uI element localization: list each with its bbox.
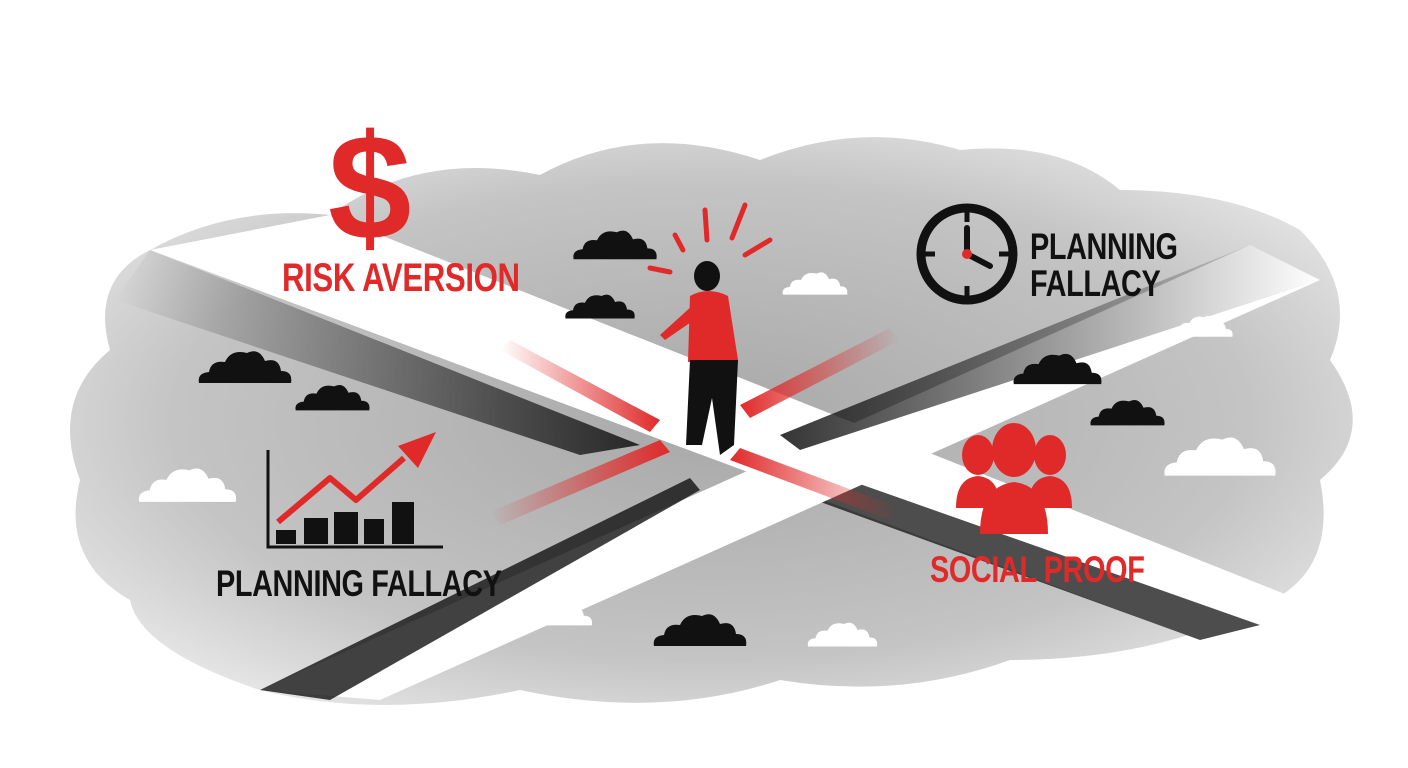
alert-rays [647, 202, 773, 275]
planning-fallacy-right-line2: FALLACY [1030, 263, 1161, 304]
risk-aversion-label: RISK AVERSION [282, 256, 520, 300]
red-path-markings [490, 328, 900, 525]
bar-chart-icon [266, 432, 443, 549]
planning-fallacy-left-label: PLANNING FALLACY [216, 563, 502, 604]
planning-fallacy-right-label: PLANNING FALLACY [1030, 228, 1178, 302]
dollar-icon: $ [328, 103, 411, 271]
social-proof-label: SOCIAL PROOF [930, 549, 1145, 590]
person-icon [647, 202, 773, 455]
planning-fallacy-right-line1: PLANNING [1030, 226, 1178, 267]
clock-icon [916, 203, 1018, 305]
people-group-icon [956, 423, 1072, 534]
